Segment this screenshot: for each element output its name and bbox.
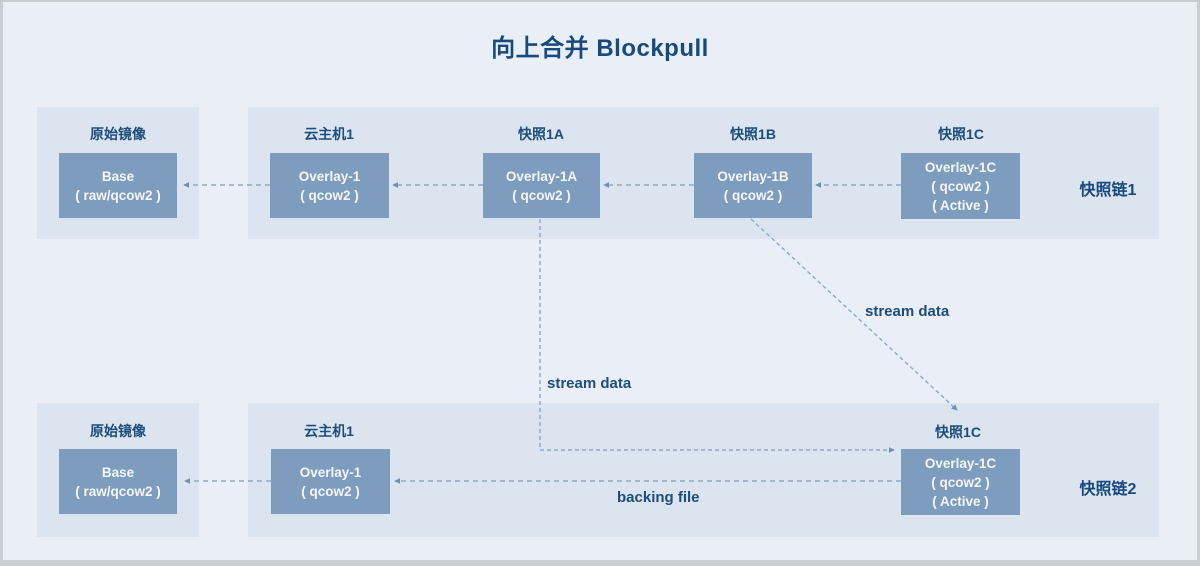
node-overlay1c-chain1: Overlay-1C ( qcow2 ) ( Active )	[901, 153, 1020, 219]
diagram-title: 向上合并 Blockpull	[491, 35, 709, 62]
node-title: Overlay-1	[298, 168, 361, 184]
node-overlay1c-chain2: Overlay-1C ( qcow2 ) ( Active )	[901, 449, 1020, 515]
label-snapshot-1a: 快照1A	[518, 126, 564, 142]
label-stream-data-left: stream data	[547, 375, 632, 392]
node-overlay1b: Overlay-1B ( qcow2 )	[694, 153, 812, 218]
label-stream-data-right: stream data	[865, 303, 950, 320]
label-snapshot-1b: 快照1B	[730, 126, 776, 142]
label-origin-image-chain2: 原始镜像	[90, 423, 146, 439]
node-subtitle: ( qcow2 )	[723, 187, 783, 203]
node-title: Overlay-1C	[924, 455, 997, 471]
label-backing-file: backing file	[617, 489, 700, 506]
node-status: ( Active )	[932, 197, 989, 213]
node-overlay1a: Overlay-1A ( qcow2 )	[483, 153, 600, 218]
node-subtitle: ( qcow2 )	[300, 187, 359, 203]
node-title: Overlay-1A	[505, 168, 578, 184]
node-overlay1-chain2: Overlay-1 ( qcow2 )	[271, 449, 390, 514]
label-snapshot-chain2: 快照链2	[1079, 481, 1137, 498]
label-snapshot-1c-chain1: 快照1C	[938, 126, 984, 142]
node-subtitle: ( raw/qcow2 )	[75, 187, 161, 203]
node-subtitle: ( qcow2 )	[931, 474, 990, 490]
label-origin-image-chain1: 原始镜像	[90, 126, 146, 142]
node-overlay1-chain1: Overlay-1 ( qcow2 )	[270, 153, 389, 218]
node-status: ( Active )	[932, 493, 989, 509]
label-vm1-chain1: 云主机1	[304, 126, 354, 142]
node-subtitle: ( qcow2 )	[931, 178, 990, 194]
node-title: Overlay-1B	[717, 168, 789, 184]
node-subtitle: ( qcow2 )	[301, 483, 360, 499]
node-subtitle: ( raw/qcow2 )	[75, 483, 161, 499]
label-vm1-chain2: 云主机1	[304, 423, 354, 439]
diagram-canvas: 向上合并 Blockpull 原始镜像	[3, 2, 1197, 560]
node-base-chain1: Base ( raw/qcow2 )	[59, 153, 177, 218]
label-snapshot-chain1: 快照链1	[1079, 182, 1137, 199]
node-title: Overlay-1	[299, 464, 362, 480]
node-title: Overlay-1C	[924, 159, 997, 175]
node-title: Base	[101, 168, 135, 184]
node-subtitle: ( qcow2 )	[512, 187, 571, 203]
node-base-chain2: Base ( raw/qcow2 )	[59, 449, 177, 514]
node-title: Base	[101, 464, 135, 480]
label-snapshot-1c-chain2: 快照1C	[935, 424, 981, 440]
